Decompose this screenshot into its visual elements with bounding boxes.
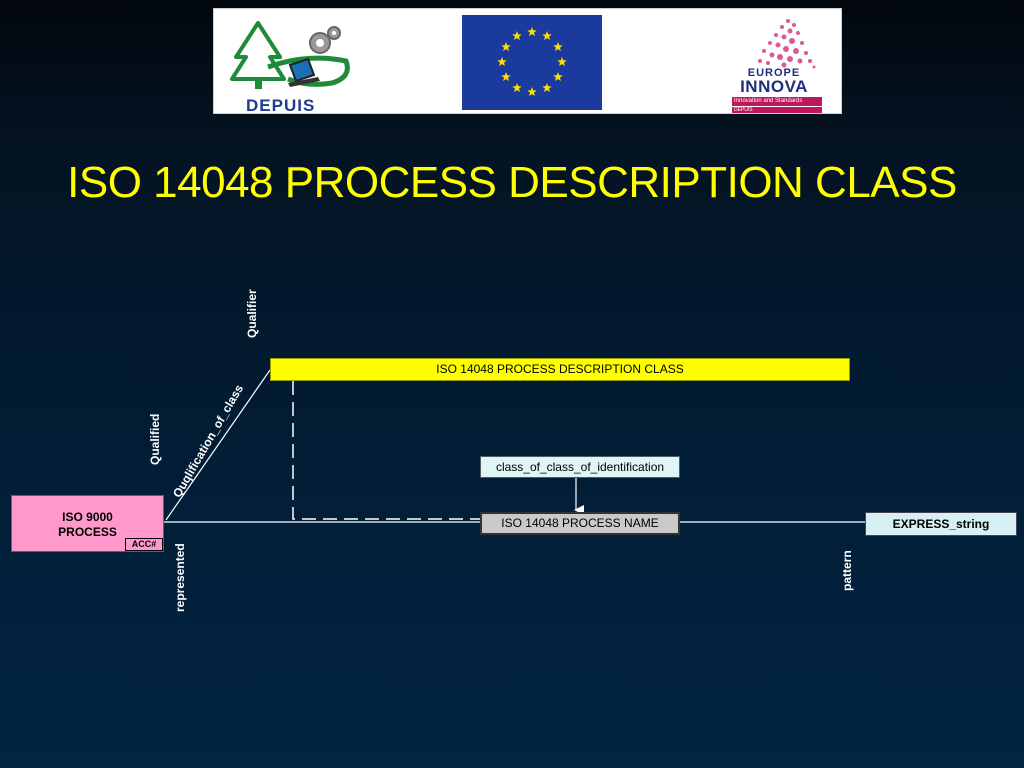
eu-star-icon (501, 72, 511, 82)
express-string-box: EXPRESS_string (865, 512, 1017, 536)
acc-tag: ACC# (125, 538, 163, 551)
label-pattern: pattern (840, 550, 854, 591)
eu-star-icon (527, 27, 537, 37)
eu-star-icon (553, 42, 563, 52)
label-qualified: Qualified (148, 413, 162, 465)
eu-star-icon (527, 87, 537, 97)
innova-innova-text: INNOVA (740, 77, 808, 96)
line-qualification (165, 369, 271, 521)
iso9000-line2: PROCESS (58, 525, 117, 539)
eu-star-icon (512, 31, 522, 41)
innova-dots-icon (758, 19, 816, 69)
label-qualifier: Qualifier (245, 289, 259, 338)
identification-class-box: class_of_class_of_identification (480, 456, 680, 478)
logo-banner: DEPUIS EUROPE INNOVA Innovation and Stan… (213, 8, 842, 115)
eu-flag-icon (462, 15, 602, 110)
label-represented: represented (173, 543, 187, 612)
eu-star-icon (512, 82, 522, 93)
innova-europe-text: EUROPE (747, 67, 801, 79)
process-name-box: ISO 14048 PROCESS NAME (480, 512, 680, 535)
innova-subtitle: Innovation and Standards (732, 97, 822, 106)
europe-innova-logo: EUROPE INNOVA Innovation and Standards D… (726, 15, 826, 113)
eu-star-icon (501, 42, 511, 52)
depuis-logo-text: DEPUIS (246, 96, 316, 115)
depuis-logo: DEPUIS (228, 17, 358, 115)
slide-title: ISO 14048 PROCESS DESCRIPTION CLASS (67, 158, 957, 207)
eu-star-icon (557, 57, 567, 67)
eu-star-icon (542, 82, 552, 93)
tree-gear-icon (230, 21, 350, 89)
eu-star-icon (542, 31, 552, 41)
dashed-class-to-name (292, 381, 480, 520)
eu-star-icon (553, 72, 563, 82)
iso9000-line1: ISO 9000 (62, 510, 113, 524)
eu-star-icon (497, 57, 507, 67)
innova-subtitle-2: DEPUIS (732, 107, 822, 113)
process-description-class-box: ISO 14048 PROCESS DESCRIPTION CLASS (270, 358, 850, 381)
